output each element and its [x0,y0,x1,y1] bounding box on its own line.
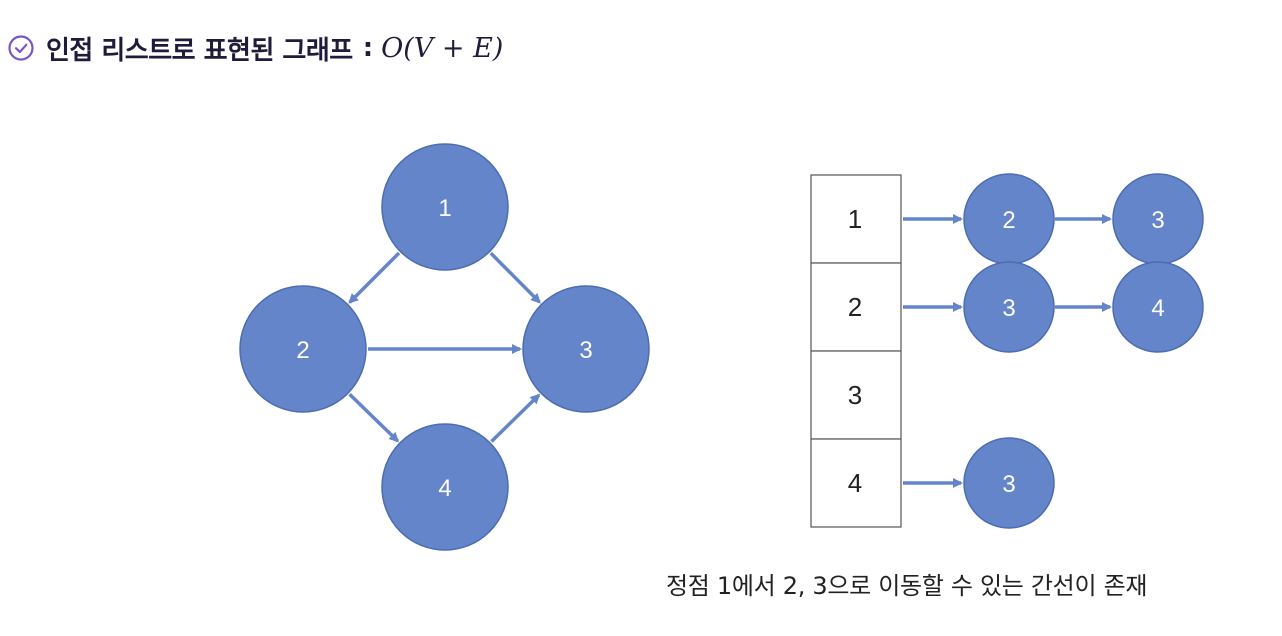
list-cell-3 [810,350,902,440]
graph-edge-2-4 [348,393,400,443]
check-circle-icon [8,35,34,61]
list-node-label-1-3: 3 [1151,207,1164,234]
graph-edge-1-3 [489,251,541,304]
list-node-label-2-3: 3 [1002,295,1015,322]
title-text: 인접 리스트로 표현된 그래프 [46,35,353,66]
list-node-4-3 [963,437,1055,529]
graph-node-1 [381,143,509,271]
graph-node-label-1: 1 [438,195,451,222]
list-cell-label-3: 3 [848,380,862,410]
list-cell-label-1: 1 [848,204,862,234]
graph-node-label-4: 4 [438,475,451,502]
list-node-label-4-3: 3 [1002,471,1015,498]
graph-edge-1-2 [348,251,401,304]
list-cell-4 [810,438,902,528]
caption: 정점 1에서 2, 3으로 이동할 수 있는 간선이 존재 [666,572,1148,600]
graph-edge-4-3 [490,393,541,443]
graph-node-2 [239,285,367,413]
graph-node-label-3: 3 [579,337,592,364]
list-cell-label-2: 2 [848,292,862,322]
list-cell-label-4: 4 [848,468,862,498]
list-node-label-1-2: 2 [1002,207,1015,234]
list-cell-1 [810,174,902,264]
graph-node-label-2: 2 [296,337,309,364]
title-separator: : [362,33,374,63]
list-node-2-4 [1112,261,1204,353]
graph-node-4 [381,423,509,551]
page-title: 인접 리스트로 표현된 그래프 : O(V + E) [6,26,503,70]
list-node-2-3 [963,261,1055,353]
graph-node-3 [522,285,650,413]
list-node-label-2-4: 4 [1151,295,1164,322]
title-complexity: O(V + E) [381,32,504,64]
